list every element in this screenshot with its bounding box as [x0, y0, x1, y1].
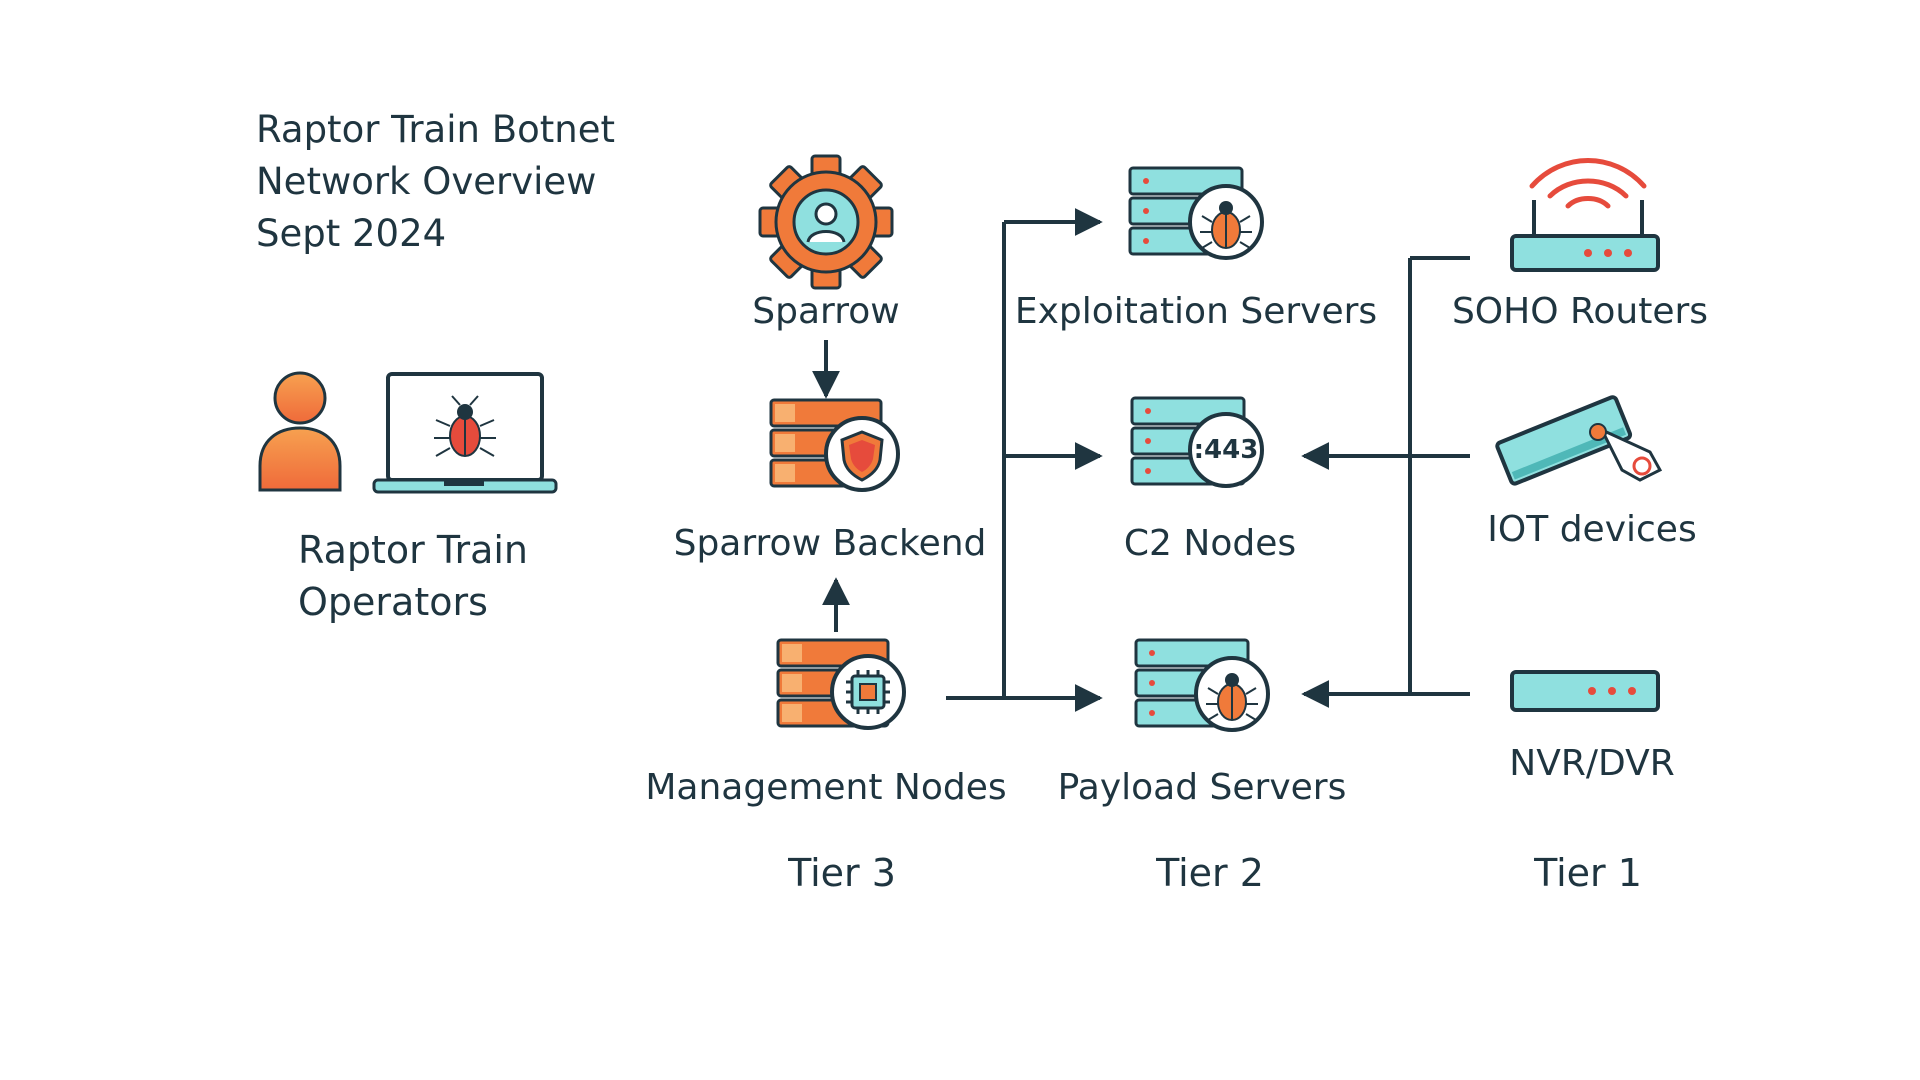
- tier-1-label: Tier 1: [1534, 851, 1642, 895]
- recorder-icon: [1510, 670, 1660, 712]
- server-chip-icon: [776, 638, 906, 730]
- title-line-3: Sept 2024: [256, 212, 447, 255]
- server-shield-icon: [769, 398, 900, 492]
- server-port-icon: [1130, 396, 1264, 488]
- operators-line-2: Operators: [298, 580, 488, 624]
- router-icon: [1510, 158, 1660, 272]
- laptop-bug-icon: [372, 372, 558, 494]
- label-sparrow: Sparrow: [752, 291, 900, 332]
- iot-device-icon: [1495, 395, 1663, 486]
- tier-3-label: Tier 3: [788, 851, 896, 895]
- label-soho-routers: SOHO Routers: [1451, 291, 1709, 332]
- title-line-2: Network Overview: [256, 160, 597, 203]
- label-nvr-dvr: NVR/DVR: [1509, 743, 1675, 784]
- person-icon: [258, 371, 342, 492]
- diagram-title: Raptor Train Botnet Network Overview Sep…: [256, 104, 615, 260]
- tier-2-label: Tier 2: [1156, 851, 1264, 895]
- label-payload-servers: Payload Servers: [1057, 767, 1347, 808]
- c2-port-badge: :443: [1193, 435, 1259, 465]
- connector-lines: [812, 208, 1470, 712]
- operators-line-1: Raptor Train: [298, 528, 529, 572]
- server-bug-icon: [1134, 638, 1270, 732]
- label-sparrow-backend: Sparrow Backend: [673, 523, 987, 564]
- label-c2-nodes: C2 Nodes: [1123, 523, 1297, 564]
- label-exploitation-servers: Exploitation Servers: [1014, 291, 1378, 332]
- label-management-nodes: Management Nodes: [645, 767, 1007, 808]
- title-line-1: Raptor Train Botnet: [256, 108, 615, 151]
- server-bug-icon: [1128, 166, 1264, 260]
- label-iot-devices: IOT devices: [1487, 509, 1697, 550]
- gear-user-icon: [758, 154, 894, 290]
- operators-label: Raptor Train Operators: [298, 524, 528, 628]
